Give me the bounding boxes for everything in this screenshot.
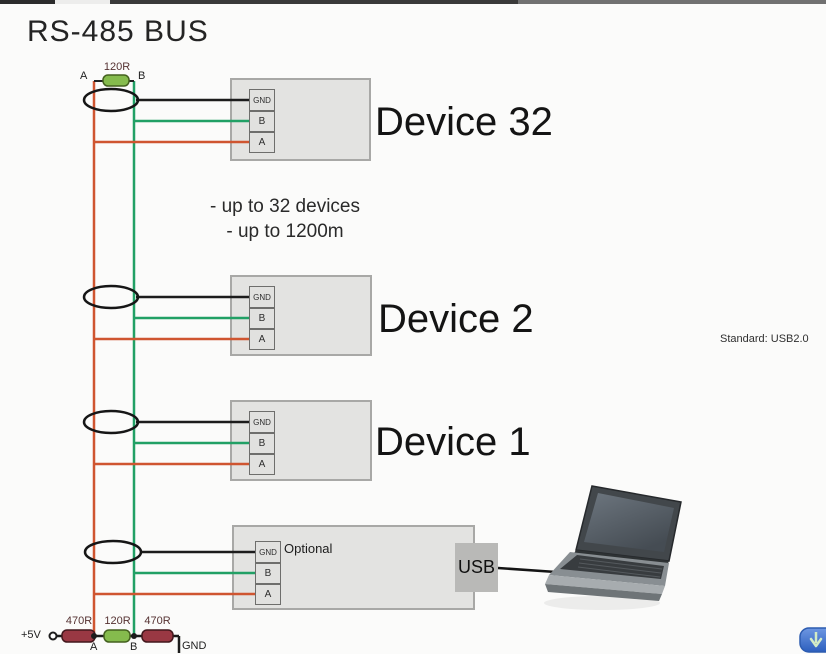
- bus-note-line2: - up to 1200m: [226, 221, 344, 242]
- device-2-label: Device 2: [378, 297, 534, 341]
- optional-terminal-gnd: GND: [255, 541, 281, 563]
- bus-note: - up to 32 devices - up to 1200m: [154, 194, 416, 244]
- device-32-terminal-a: A: [249, 132, 275, 153]
- top-120r-label: 120R: [103, 61, 131, 73]
- download-arrow-icon: [809, 632, 823, 648]
- window-edge-bar: [518, 0, 826, 4]
- usb-port-box: USB: [455, 543, 498, 592]
- device-1-label: Device 1: [375, 420, 531, 464]
- device-2-terminal-a: A: [249, 329, 275, 350]
- bottom-label-b: B: [130, 641, 138, 653]
- twisted-pair-loop: [82, 409, 140, 435]
- device-2-terminal-b: B: [249, 308, 275, 329]
- twisted-pair-loop: [82, 87, 140, 113]
- optional-terminal-a: A: [255, 584, 281, 605]
- bus-note-line1: - up to 32 devices: [210, 196, 360, 217]
- device-32-terminal-b: B: [249, 111, 275, 132]
- top-label-b: B: [138, 70, 146, 82]
- optional-terminal-b: B: [255, 563, 281, 584]
- window-edge-bar: [110, 0, 518, 4]
- top-120r-resistor-body: [102, 74, 130, 87]
- window-edge-bar-light: [55, 0, 110, 4]
- bottom-label-a: A: [90, 641, 98, 653]
- top-label-a: A: [80, 70, 88, 82]
- device-1-terminal-a: A: [249, 454, 275, 475]
- twisted-pair-loop: [82, 284, 140, 310]
- bottom-470r-label-1: 470R: [65, 615, 93, 627]
- window-edge-bar: [0, 0, 55, 4]
- device-1-terminal-b: B: [249, 433, 275, 454]
- bottom-120r-resistor-body: [103, 629, 131, 643]
- bottom-470r-label-2: 470R: [144, 615, 171, 627]
- device-32-terminal-gnd: GND: [249, 89, 275, 111]
- laptop-image: [544, 485, 682, 610]
- junction-dot-a: [91, 633, 97, 639]
- supply-5v-label: +5V: [21, 629, 41, 641]
- bottom-120r-label: 120R: [104, 615, 131, 627]
- device-1-terminal-gnd: GND: [249, 411, 275, 433]
- device-2-terminal-gnd: GND: [249, 286, 275, 308]
- supply-terminal-dot: [48, 631, 58, 641]
- usb-cable: [497, 566, 557, 574]
- optional-label: Optional: [284, 541, 333, 556]
- twisted-pair-loop: [83, 539, 143, 565]
- junction-dot-b: [131, 633, 137, 639]
- bottom-470r-resistor-body: [141, 629, 174, 643]
- page-title: RS-485 BUS: [27, 15, 209, 48]
- bottom-gnd-label: GND: [182, 640, 207, 652]
- device-32-label: Device 32: [375, 100, 553, 144]
- usb-standard-note: Standard: USB2.0: [720, 333, 809, 345]
- download-button[interactable]: [799, 627, 826, 653]
